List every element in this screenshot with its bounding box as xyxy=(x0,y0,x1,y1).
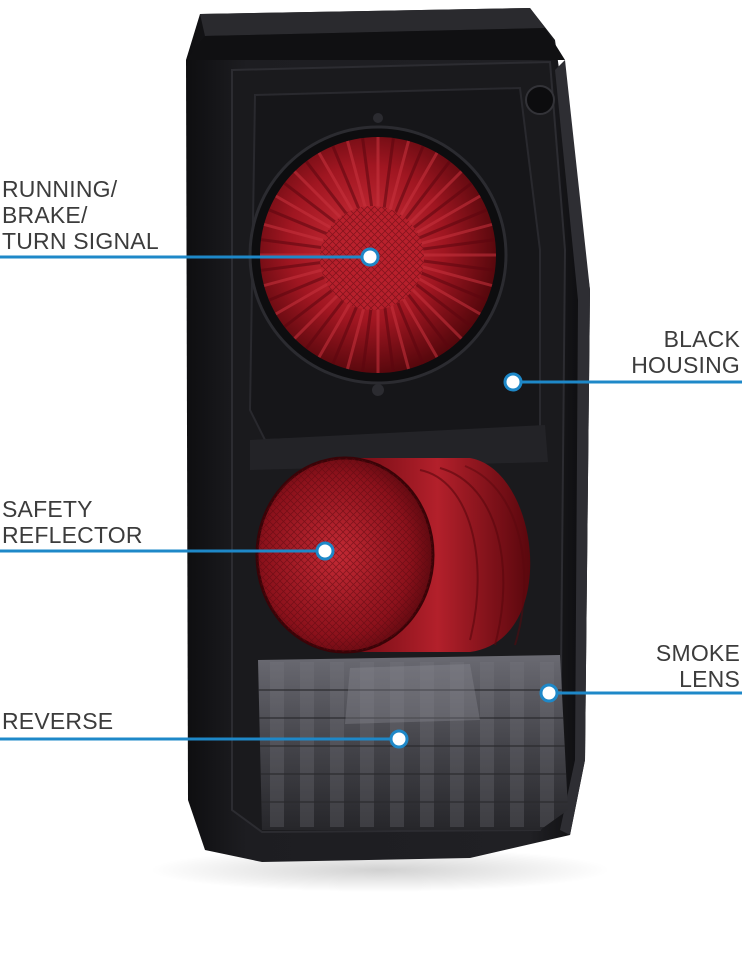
label-smoke-lens: SMOKE LENS xyxy=(655,640,740,692)
label-safety-reflector: SAFETY REFLECTOR xyxy=(2,496,143,548)
lens-ray xyxy=(405,282,468,345)
label-reverse: REVERSE xyxy=(2,708,114,734)
callouts xyxy=(0,247,742,749)
lens-ray xyxy=(386,293,412,373)
smoke-rib xyxy=(420,662,434,827)
lens-ray xyxy=(408,177,479,232)
lens-ray xyxy=(414,268,495,305)
lens-ray xyxy=(396,288,442,365)
label-black-housing: BLACK HOUSING xyxy=(631,326,740,378)
lens-ray xyxy=(314,145,360,222)
lens-ray xyxy=(328,138,365,219)
lens-ray xyxy=(288,165,351,228)
lens-ray xyxy=(381,137,396,216)
smoke-rib xyxy=(330,662,344,827)
callout-dot-housing xyxy=(503,372,523,392)
lens-ray xyxy=(416,221,496,247)
lens-ray xyxy=(381,294,396,373)
lens-ray xyxy=(401,285,456,356)
lens-ray xyxy=(411,273,488,319)
lens-rays xyxy=(260,137,496,373)
callout-dot-smoke xyxy=(539,683,559,703)
lens-ray xyxy=(405,165,468,228)
lens-ray xyxy=(391,291,428,372)
smoke-rib xyxy=(300,662,314,827)
callout-dot-reverse xyxy=(389,729,409,749)
callout-dot-reflector xyxy=(315,541,335,561)
smoke-rib xyxy=(510,662,524,827)
smoke-lens xyxy=(258,655,568,830)
smoke-rib xyxy=(450,662,464,827)
lens-ray xyxy=(300,154,355,225)
lens-ray xyxy=(417,237,496,252)
smoke-rib xyxy=(540,662,554,827)
lens-ray xyxy=(386,137,412,217)
lens-ray xyxy=(417,258,496,273)
smoke-rib xyxy=(480,662,494,827)
smoke-rib xyxy=(270,662,284,827)
safety-reflector xyxy=(255,456,531,654)
lens-ray xyxy=(401,154,456,225)
lens-ray xyxy=(391,138,428,219)
lens-ray xyxy=(414,205,495,242)
smoke-rib xyxy=(360,662,374,827)
callout-dot-running xyxy=(360,247,380,267)
lens-ray xyxy=(408,278,479,333)
lens-ray xyxy=(411,191,488,237)
smoke-ribs xyxy=(258,662,568,827)
lens-ray xyxy=(396,145,442,222)
lens-ray xyxy=(416,263,496,289)
lens-ray xyxy=(360,137,375,216)
label-running-brake-turn: RUNNING/ BRAKE/ TURN SIGNAL xyxy=(2,176,159,254)
lens-ray xyxy=(344,137,370,217)
